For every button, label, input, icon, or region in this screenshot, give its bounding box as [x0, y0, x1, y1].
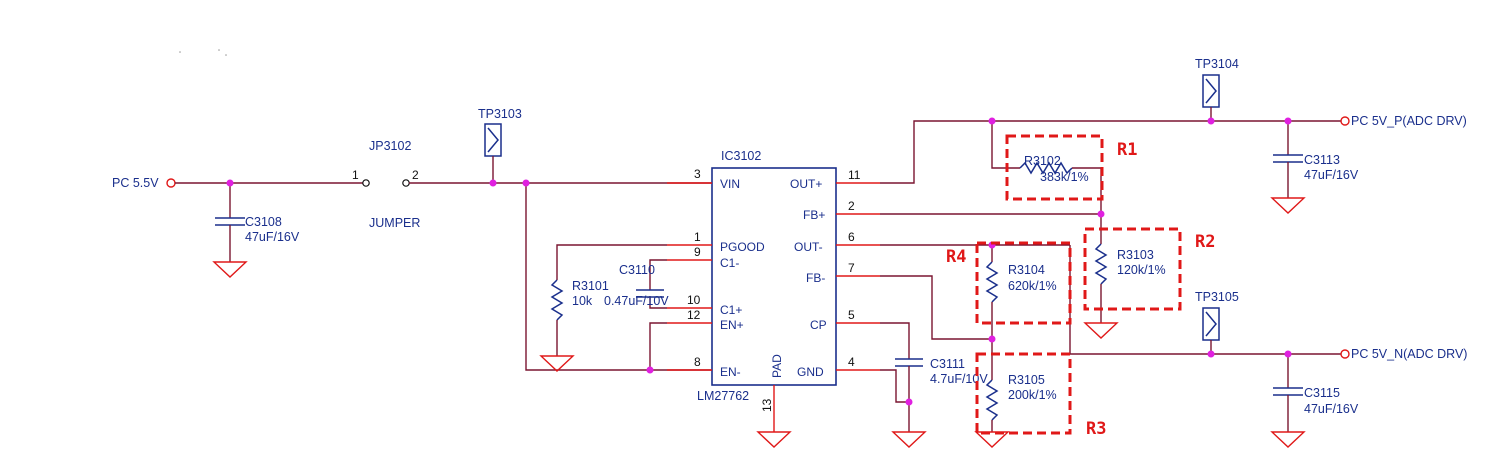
ground-symbol [1270, 197, 1306, 214]
svg-text:5: 5 [848, 308, 855, 322]
svg-text:R3101: R3101 [572, 279, 609, 293]
svg-text:R1: R1 [1117, 140, 1137, 160]
resistor-r3101: R3101 10k [539, 244, 667, 372]
ic-right-pins: OUT+ 11 FB+ 2 OUT- 6 FB- 7 CP 5 GND 4 [790, 168, 880, 379]
svg-text:620k/1%: 620k/1% [1008, 279, 1057, 293]
svg-text:C1-: C1- [720, 256, 739, 270]
capacitor-c3113: C3113 47uF/16V [1270, 121, 1359, 214]
testpoint-tp3105: TP3105 [1195, 290, 1239, 354]
testpoint-tp3103: TP3103 [478, 107, 522, 183]
svg-text:47uF/16V: 47uF/16V [245, 230, 300, 244]
highlight-r3: R3 [975, 352, 1106, 439]
svg-text:2: 2 [848, 199, 855, 213]
svg-text:R3: R3 [1086, 419, 1106, 439]
svg-text:OUT+: OUT+ [790, 177, 822, 191]
svg-text:120k/1%: 120k/1% [1117, 263, 1166, 277]
svg-text:4: 4 [848, 355, 855, 369]
svg-text:10: 10 [687, 293, 701, 307]
svg-text:7: 7 [848, 261, 855, 275]
input-port: PC 5.5V [112, 176, 176, 190]
output-port-negative: PC 5V_N(ADC DRV) [1340, 347, 1467, 361]
svg-text:8: 8 [694, 355, 701, 369]
svg-text:383k/1%: 383k/1% [1040, 170, 1089, 184]
svg-text:3: 3 [694, 167, 701, 181]
svg-text:C3111: C3111 [930, 357, 965, 371]
jumper-jp3102: JP3102 1 2 JUMPER [352, 139, 420, 230]
capacitor-c3108: C3108 47uF/16V [212, 183, 300, 278]
ground-symbol [212, 261, 248, 278]
svg-text:TP3105: TP3105 [1195, 290, 1239, 304]
ic-lm27762: IC3102 LM27762 PAD 13 [697, 149, 837, 448]
svg-text:VIN: VIN [720, 177, 740, 191]
svg-text:1: 1 [352, 168, 359, 182]
svg-text:13: 13 [760, 398, 774, 412]
svg-text:TP3103: TP3103 [478, 107, 522, 121]
svg-text:LM27762: LM27762 [697, 389, 749, 403]
ground-symbol [891, 431, 927, 448]
ground-symbol [1270, 431, 1306, 448]
svg-text:12: 12 [687, 308, 701, 322]
svg-text:9: 9 [694, 245, 701, 259]
svg-text:0.47uF/10V: 0.47uF/10V [604, 294, 669, 308]
svg-text:4.7uF/10V: 4.7uF/10V [930, 372, 988, 386]
svg-text:C3115: C3115 [1304, 386, 1340, 400]
svg-text:R3103: R3103 [1117, 248, 1154, 262]
svg-text:C1+: C1+ [720, 303, 742, 317]
svg-text:C3113: C3113 [1304, 153, 1340, 167]
svg-text:10k: 10k [572, 294, 593, 308]
capacitor-c3111: C3111 4.7uF/10V [880, 322, 988, 448]
svg-text:IC3102: IC3102 [721, 149, 761, 163]
svg-text:R2: R2 [1195, 232, 1215, 252]
svg-text:R3102: R3102 [1024, 154, 1061, 168]
svg-text:PC 5V_N(ADC DRV): PC 5V_N(ADC DRV) [1351, 347, 1467, 361]
svg-text:EN-: EN- [720, 365, 741, 379]
svg-text:JUMPER: JUMPER [369, 216, 420, 230]
junction-dots [226, 117, 1292, 406]
svg-text:C3108: C3108 [245, 215, 282, 229]
resistor-r3103: R3103 120k/1% [1083, 214, 1166, 339]
resistor-r3104: R3104 620k/1% [985, 245, 1057, 370]
svg-text:11: 11 [848, 168, 861, 182]
svg-text:FB-: FB- [806, 271, 825, 285]
ic-left-pins: 3 VIN 1 PGOOD 9 C1- 10 C1+ 12 EN+ 8 EN- [667, 167, 765, 379]
testpoint-tp3104: TP3104 [1195, 57, 1239, 121]
svg-text:C3110: C3110 [619, 263, 655, 277]
input-net-label: PC 5.5V [112, 176, 159, 190]
resistor-r3102: R3102 383k/1% [991, 121, 1102, 214]
svg-text:PAD: PAD [770, 354, 784, 378]
highlight-r2: R2 [1083, 227, 1215, 311]
svg-text:1: 1 [694, 230, 701, 244]
svg-text:6: 6 [848, 230, 855, 244]
svg-text:PC 5V_P(ADC DRV): PC 5V_P(ADC DRV) [1351, 114, 1467, 128]
ground-symbol [756, 431, 792, 448]
svg-text:EN+: EN+ [720, 318, 744, 332]
svg-text:JP3102: JP3102 [369, 139, 411, 153]
output-port-positive: PC 5V_P(ADC DRV) [1340, 114, 1467, 128]
svg-text:CP: CP [810, 318, 827, 332]
capacitor-c3115: C3115 47uF/16V [1270, 354, 1359, 448]
svg-text:R3104: R3104 [1008, 263, 1045, 277]
svg-text:R3105: R3105 [1008, 373, 1045, 387]
svg-text:47uF/16V: 47uF/16V [1304, 402, 1359, 416]
svg-text:R4: R4 [946, 247, 966, 267]
svg-text:OUT-: OUT- [794, 240, 823, 254]
highlight-r4: R4 [946, 241, 1072, 325]
capacitor-c3110: C3110 0.47uF/10V [604, 259, 669, 309]
svg-text:TP3104: TP3104 [1195, 57, 1239, 71]
ground-symbol [1083, 322, 1119, 339]
ground-symbol [539, 355, 575, 372]
highlight-r1: R1 [1005, 134, 1137, 201]
svg-text:FB+: FB+ [803, 208, 825, 222]
svg-text:2: 2 [412, 168, 419, 182]
resistor-r3105: R3105 200k/1% [974, 370, 1057, 448]
svg-text:GND: GND [797, 365, 824, 379]
svg-text:PGOOD: PGOOD [720, 240, 765, 254]
svg-text:200k/1%: 200k/1% [1008, 388, 1057, 402]
ground-symbol [974, 431, 1010, 448]
svg-text:47uF/16V: 47uF/16V [1304, 168, 1359, 182]
